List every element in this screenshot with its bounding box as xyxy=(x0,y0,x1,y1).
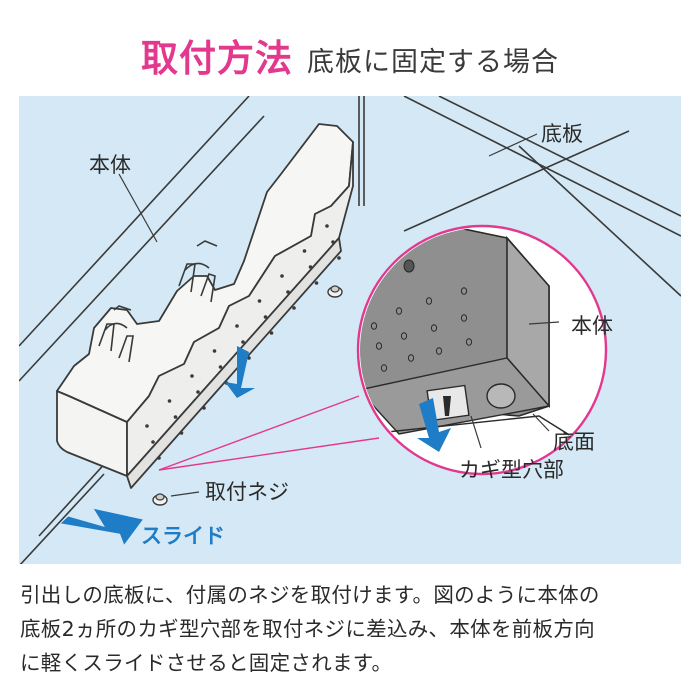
dot xyxy=(292,306,296,310)
caption-line: 底板2ヵ所のカギ型穴部を取付ネジに差込み、本体を前板方向 xyxy=(20,617,595,641)
dot xyxy=(218,365,223,369)
dot xyxy=(380,364,388,372)
dot xyxy=(269,331,274,335)
dot xyxy=(280,274,284,278)
dot xyxy=(430,324,438,332)
installation-diagram: 本体 底板 本体 底面 カギ型穴部 取付ネジ スライド xyxy=(19,96,681,564)
dot xyxy=(337,256,341,260)
page-subtitle: 底板に固定する場合 xyxy=(307,47,559,78)
dot xyxy=(263,315,268,319)
dot xyxy=(331,240,335,244)
dot xyxy=(435,347,443,355)
instructions-text: 引出しの底板に、付属のネジを取付けます。図のように本体の 底板2ヵ所のカギ型穴部… xyxy=(20,578,684,680)
dot xyxy=(196,390,200,394)
label-bottom-board: 底板 xyxy=(541,122,583,146)
dot xyxy=(241,340,245,344)
dot xyxy=(286,290,290,294)
dot xyxy=(308,265,313,269)
dot xyxy=(167,399,172,403)
caption-line: 引出しの底板に、付属のネジを取付けます。図のように本体の xyxy=(20,583,600,607)
label-slide: スライド xyxy=(141,524,225,548)
dot xyxy=(302,249,307,253)
side-dots xyxy=(145,224,341,460)
dot xyxy=(325,224,329,228)
dot xyxy=(400,332,408,340)
caption-line: に軽くスライドさせると固定されます。 xyxy=(20,651,393,675)
dot xyxy=(247,356,251,360)
dot xyxy=(460,314,468,322)
dot xyxy=(179,431,184,435)
diagram-canvas xyxy=(19,96,681,564)
dot xyxy=(375,342,383,350)
dot xyxy=(145,424,149,428)
page-title: 取付方法 xyxy=(141,37,293,80)
drawer-walls xyxy=(19,96,681,564)
dot xyxy=(190,374,194,378)
label-screw: 取付ネジ xyxy=(205,480,289,504)
dot xyxy=(425,297,433,305)
dot xyxy=(407,354,415,362)
dot xyxy=(151,440,155,444)
label-leaders xyxy=(118,133,560,449)
detail-zoom xyxy=(356,224,608,476)
dot xyxy=(235,324,239,328)
dot xyxy=(314,281,319,285)
detail-leader xyxy=(158,395,380,471)
label-body: 本体 xyxy=(89,153,131,177)
label-bottom-face: 底面 xyxy=(553,430,595,454)
label-body-detail: 本体 xyxy=(571,314,613,338)
dot xyxy=(157,456,161,460)
slide-arrow-icon xyxy=(60,508,143,545)
dot xyxy=(257,299,262,303)
down-arrow-icon xyxy=(225,346,255,398)
dot xyxy=(395,307,403,315)
label-key-hole: カギ型穴部 xyxy=(459,458,564,482)
dot xyxy=(202,406,206,410)
screw-icon xyxy=(327,285,343,298)
dot xyxy=(465,338,473,346)
screw-icon-front xyxy=(152,491,200,506)
dot xyxy=(460,287,468,295)
dot xyxy=(173,415,178,419)
header: 取付方法 底板に固定する場合 xyxy=(0,28,700,84)
dot xyxy=(212,349,217,353)
tool-holders xyxy=(98,240,218,363)
dot xyxy=(370,322,378,330)
